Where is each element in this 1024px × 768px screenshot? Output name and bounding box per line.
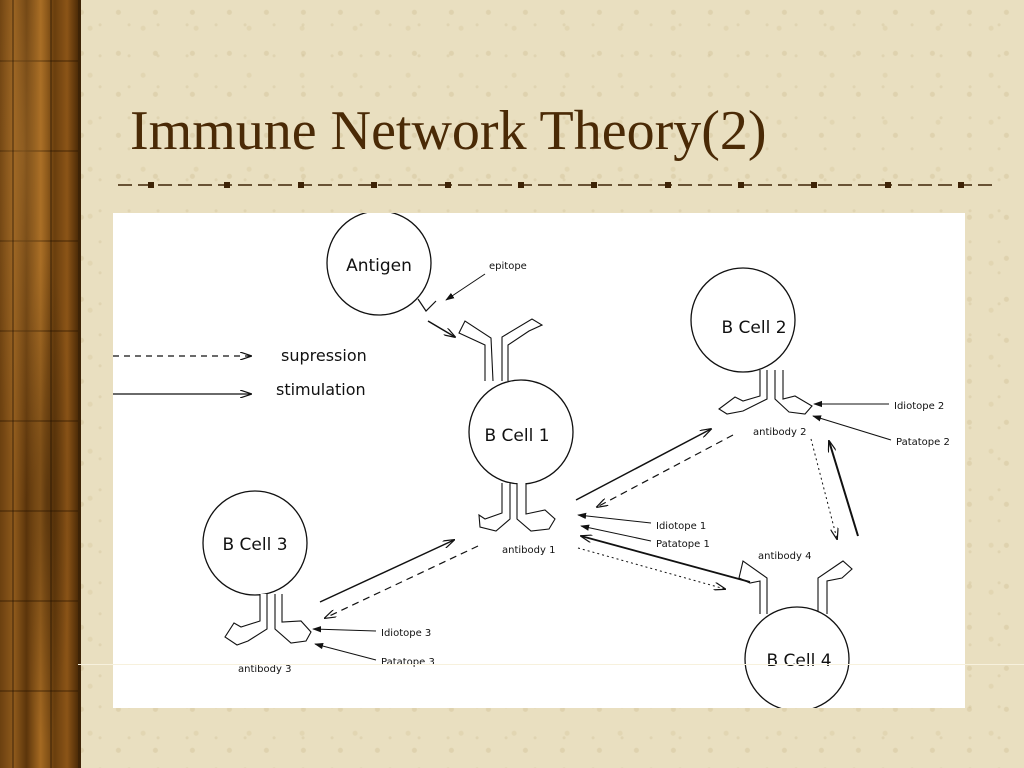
b-cell-3-node: B Cell 3	[202, 490, 312, 646]
idiotope-2-label: Idiotope 2	[894, 401, 944, 412]
paratope-3-pointer	[314, 643, 377, 661]
b2-to-b1-suppression-arrow	[597, 434, 734, 507]
b2-to-b4-suppression-arrow	[810, 438, 837, 539]
b4-to-b1-stimulation-arrow	[581, 536, 751, 583]
idiotope-3-pointer	[312, 626, 377, 633]
epitope-label: epitope	[489, 261, 527, 272]
b-cell-1-label: B Cell 1	[484, 426, 549, 446]
border-divider-line	[78, 0, 81, 768]
antibody-3-label: antibody 3	[238, 664, 291, 675]
b-cell-4-node: B Cell 4	[738, 560, 853, 708]
paratope-3-label: Patatope 3	[381, 657, 435, 668]
antibody-4-label: antibody 4	[758, 551, 811, 562]
b1-to-b4-suppression-arrow	[577, 547, 725, 589]
antibody-3	[224, 594, 312, 646]
b-cell-2-node: B Cell 2	[690, 267, 813, 415]
title-dotted-rule	[118, 182, 992, 188]
antibody-1	[478, 483, 556, 532]
antibody-2-label: antibody 2	[753, 427, 806, 438]
antibody-4	[738, 560, 853, 614]
legend-stimulation-label: stimulation	[276, 380, 366, 399]
idiotope-1-pointer	[577, 512, 652, 524]
legend-suppression-label: supression	[281, 346, 367, 365]
immune-network-diagram: Antigen epitope supression stimulation B…	[113, 213, 965, 708]
legend: supression stimulation	[113, 346, 367, 399]
b-cell-4-label: B Cell 4	[766, 651, 831, 671]
antigen-node: Antigen	[326, 213, 437, 316]
b1-to-b3-suppression-arrow	[325, 545, 479, 618]
antibody-2	[718, 370, 813, 415]
slide-title: Immune Network Theory(2)	[130, 100, 767, 162]
paratope-2-pointer	[812, 415, 892, 441]
antibody-1-top-receptor	[458, 318, 544, 382]
b1-to-b2-stimulation-arrow	[575, 429, 711, 501]
decorative-wood-border	[0, 0, 78, 768]
paratope-1-pointer	[580, 524, 652, 542]
b-cell-2-label: B Cell 2	[721, 318, 786, 338]
b-cell-1-node: B Cell 1	[458, 318, 574, 532]
paratope-1-label: Patatope 1	[656, 539, 710, 550]
footer-rule	[78, 664, 1024, 665]
idiotope-1-label: Idiotope 1	[656, 521, 706, 532]
b4-to-b2-stimulation-arrow	[829, 441, 859, 537]
paratope-2-label: Patatope 2	[896, 437, 950, 448]
antigen-label: Antigen	[346, 256, 412, 276]
epitope-pointer	[445, 273, 486, 301]
idiotope-3-label: Idiotope 3	[381, 628, 431, 639]
b-cell-3-label: B Cell 3	[222, 535, 287, 555]
antigen-stimulation-arrow	[427, 320, 455, 337]
antibody-1-label: antibody 1	[502, 545, 555, 556]
b3-to-b1-stimulation-arrow	[319, 540, 454, 603]
